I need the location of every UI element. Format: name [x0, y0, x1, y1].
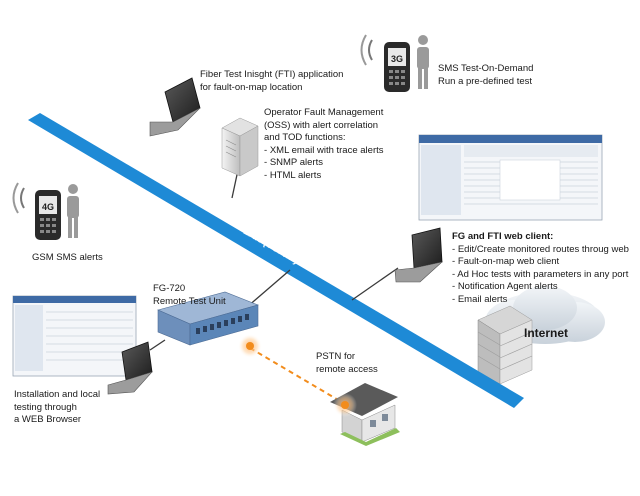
server-icon [221, 117, 259, 177]
local-browser-screenshot [12, 295, 137, 377]
list-item: XML email with trace alerts [264, 145, 384, 158]
person-icon [67, 184, 79, 238]
gsm-label: GSM SMS alerts [32, 252, 103, 263]
lan-band [28, 113, 524, 408]
web-client-feature-list: Edit/Create monitored routes throug web … [452, 244, 629, 307]
person-icon [417, 35, 429, 89]
firewall-icon [477, 305, 533, 385]
list-item: Email alerts [452, 294, 629, 307]
internet-label: Internet [524, 326, 568, 340]
list-item: HTML alerts [264, 170, 384, 183]
remote-test-unit-icon [157, 291, 259, 346]
svg-text:3G: 3G [391, 54, 403, 64]
local-testing-label: Installation and local testing through a… [14, 389, 101, 425]
list-item: Ad Hoc tests with parameters in any port [452, 269, 629, 282]
laptop-icon [149, 77, 201, 137]
list-item: Edit/Create monitored routes throug web [452, 244, 629, 257]
phone-3g-icon: 3G [360, 34, 410, 92]
pstn-dial-link [249, 347, 346, 405]
web-client-label: FG and FTI web client: Edit/Create monit… [452, 231, 629, 306]
list-item: Notification Agent alerts [452, 281, 629, 294]
fti-app-label: Fiber Test Inisght (FTI) application for… [200, 69, 344, 93]
svg-text:4G: 4G [42, 202, 54, 212]
list-item: Fault-on-map web client [452, 256, 629, 269]
oss-alert-list: XML email with trace alerts SNMP alerts … [264, 145, 384, 183]
laptop-icon [394, 227, 444, 283]
pstn-label: PSTN for remote access [316, 351, 378, 375]
oss-label: Operator Fault Management (OSS) with ale… [264, 107, 384, 182]
sms-tod-label: SMS Test-On-Demand Run a pre-defined tes… [438, 63, 534, 87]
rtu-label: FG-720 Remote Test Unit [153, 283, 226, 307]
modem-glow-icon [238, 334, 262, 358]
web-client-screenshot [418, 134, 603, 221]
list-item: SNMP alerts [264, 157, 384, 170]
house-glow-icon [333, 393, 357, 417]
laptop-icon [107, 341, 153, 395]
phone-4g-icon: 4G [12, 182, 61, 240]
